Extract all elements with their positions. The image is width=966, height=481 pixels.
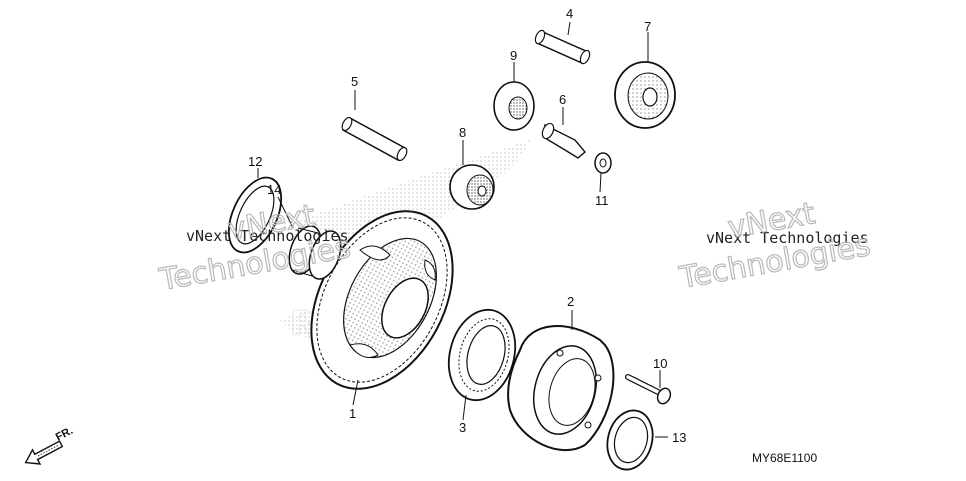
diagram-code: MY68E1100 <box>752 451 817 465</box>
shaft-part-5 <box>341 116 408 162</box>
leader-lines <box>257 21 668 438</box>
callout-14: 14 <box>267 182 281 197</box>
front-label: FR. <box>54 425 75 444</box>
callout-6: 6 <box>559 92 566 107</box>
clutch-outer-part-2 <box>507 325 615 451</box>
callout-5: 5 <box>351 74 358 89</box>
idle-gear-part-7 <box>614 61 676 129</box>
front-direction-arrow <box>24 440 64 465</box>
small-gear-part-8 <box>449 164 495 210</box>
large-gear-part-1 <box>310 210 454 390</box>
callout-1: 1 <box>349 406 356 421</box>
callout-11: 11 <box>595 193 609 208</box>
callout-8: 8 <box>459 125 466 140</box>
washer-part-13 <box>606 409 654 471</box>
callout-13: 13 <box>672 430 686 445</box>
callout-7: 7 <box>644 19 651 34</box>
callout-2: 2 <box>567 294 574 309</box>
one-way-clutch-part-3 <box>447 308 517 402</box>
callout-9: 9 <box>510 48 517 63</box>
callout-3: 3 <box>459 420 466 435</box>
shaft-part-4 <box>534 29 591 65</box>
pin-part-6 <box>541 122 586 159</box>
small-gear-part-9 <box>493 81 535 131</box>
washer-part-12 <box>227 176 283 254</box>
callout-4: 4 <box>566 6 573 21</box>
washer-part-11 <box>594 152 612 174</box>
callout-10: 10 <box>653 356 667 371</box>
callout-12: 12 <box>248 154 262 169</box>
watermark-left-small: vNext Technologies <box>186 227 349 245</box>
needle-bearing-part-14 <box>288 225 342 280</box>
watermark-right-small: vNext Technologies <box>706 229 869 247</box>
bolt-part-10 <box>625 374 672 405</box>
